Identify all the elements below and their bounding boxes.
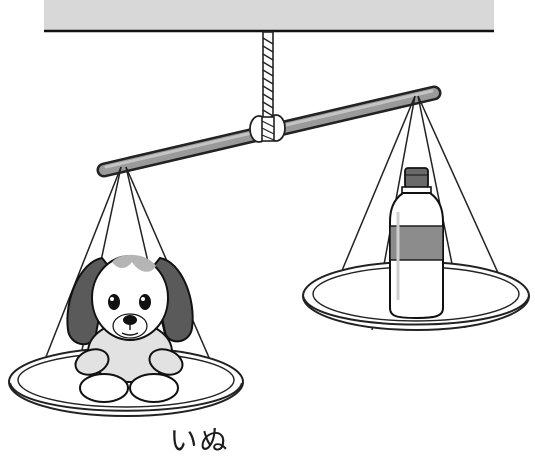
plastic-bottle [389, 167, 444, 320]
rope-knot [249, 114, 286, 143]
dog-plush [66, 254, 194, 403]
left-pan-front-rim [9, 382, 243, 412]
dog-label: いぬ [169, 424, 230, 457]
hanging-rope [262, 31, 274, 121]
dog-label-row: いぬ [0, 424, 535, 458]
right-pan-front-rim [302, 295, 530, 326]
ceiling [44, 0, 494, 33]
